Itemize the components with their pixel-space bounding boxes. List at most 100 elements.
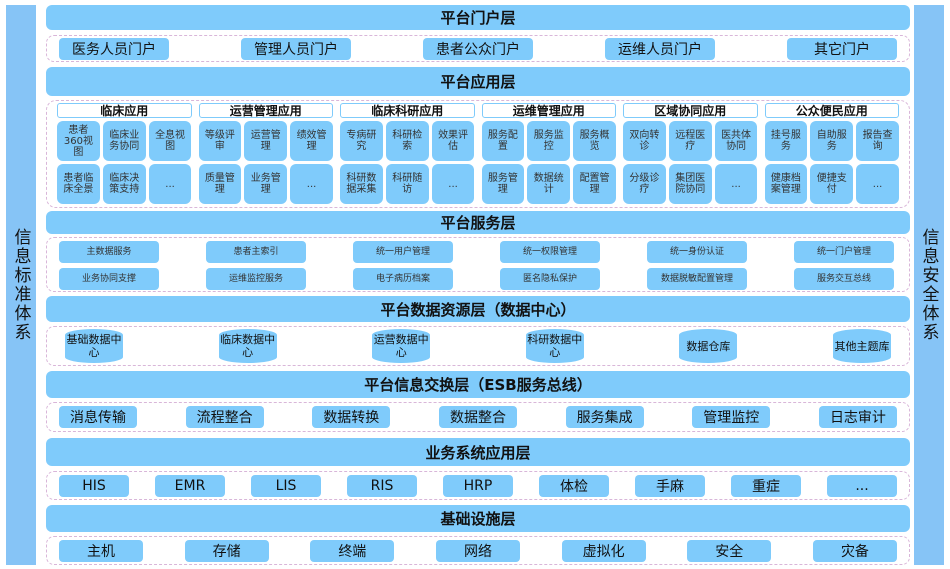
app-item: 临床业务协同: [102, 121, 146, 161]
business-item: HRP: [443, 474, 513, 497]
app-item: 专病研究: [340, 121, 383, 161]
app-group-cells: 专病研究科研检索效果评估科研数据采集科研随访...: [340, 121, 475, 204]
application-groups: 临床应用患者360视图临床业务协同全息视图患者临床全景临床决策支持...运营管理…: [46, 100, 910, 208]
app-item: 绩效管理: [290, 121, 333, 161]
business-item: HIS: [59, 474, 129, 497]
service-item: 数据脱敏配置管理: [647, 268, 747, 290]
database-icon: 运营数据中心: [372, 329, 431, 363]
database-icon: 数据仓库: [679, 329, 738, 363]
app-item: 健康档案管理: [764, 164, 808, 204]
service-item: 统一身份认证: [647, 241, 747, 263]
app-item: 服务配置: [481, 121, 525, 161]
app-item: 双向转诊: [623, 121, 666, 161]
app-item: ...: [856, 164, 899, 204]
app-item: 患者360视图: [57, 121, 100, 161]
app-group-title: 运维管理应用: [481, 103, 616, 118]
app-group: 公众便民应用挂号服务自助服务报告查询健康档案管理便捷支付...: [764, 103, 899, 205]
esb-item: 消息传输: [59, 406, 137, 428]
service-item: 患者主索引: [206, 241, 306, 263]
portal-item: 管理人员门户: [241, 37, 351, 60]
business-item: 重症: [731, 474, 801, 497]
business-item: ...: [827, 474, 897, 497]
app-item: 自助服务: [810, 121, 854, 161]
app-group-title: 临床应用: [57, 103, 192, 118]
app-item: 患者临床全景: [57, 164, 100, 204]
business-item: RIS: [347, 474, 417, 497]
app-item: 质量管理: [198, 164, 242, 204]
infra-item: 虚拟化: [561, 539, 646, 562]
service-item: 业务协同支撑: [59, 268, 159, 290]
business-item: LIS: [251, 474, 321, 497]
app-group-title: 区域协同应用: [623, 103, 758, 118]
service-layer-title: 平台服务层: [46, 211, 910, 234]
database-icon: 基础数据中心: [65, 329, 123, 363]
esb-item: 服务集成: [565, 406, 644, 428]
service-item: 统一权限管理: [500, 241, 600, 263]
app-item: 效果评估: [431, 121, 475, 161]
app-item: 科研数据采集: [340, 164, 383, 204]
app-item: 临床决策支持: [102, 164, 146, 204]
app-item: 集团医院协同: [668, 164, 712, 204]
esb-item: 数据转换: [312, 406, 391, 428]
app-item: 等级评审: [198, 121, 242, 161]
app-group: 运维管理应用服务配置服务监控服务概览服务管理数据统计配置管理: [481, 103, 617, 205]
app-group: 临床应用患者360视图临床业务协同全息视图患者临床全景临床决策支持...: [57, 103, 192, 205]
app-item: 配置管理: [573, 164, 616, 204]
service-item: 运维监控服务: [206, 268, 306, 290]
app-item: 业务管理: [244, 164, 288, 204]
service-item: 匿名隐私保护: [500, 268, 600, 290]
app-item: 服务监控: [527, 121, 571, 161]
app-group-title: 运营管理应用: [198, 103, 333, 118]
esb-item: 日志审计: [818, 406, 897, 428]
business-item: 手麻: [635, 474, 705, 497]
app-group-cells: 服务配置服务监控服务概览服务管理数据统计配置管理: [481, 121, 617, 204]
app-group: 区域协同应用双向转诊远程医疗医共体协同分级诊疗集团医院协同...: [623, 103, 758, 205]
portal-item: 其它门户: [787, 37, 897, 60]
esb-items: 消息传输 流程整合 数据转换 数据整合 服务集成 管理监控 日志审计: [46, 402, 910, 432]
app-item: 科研随访: [385, 164, 429, 204]
app-item: 全息视图: [148, 121, 192, 161]
service-item: 统一用户管理: [353, 241, 453, 263]
app-group-cells: 患者360视图临床业务协同全息视图患者临床全景临床决策支持...: [57, 121, 192, 204]
app-group-cells: 等级评审运营管理绩效管理质量管理业务管理...: [198, 121, 334, 204]
portal-layer-title: 平台门户层: [46, 5, 910, 30]
app-item: ...: [431, 164, 475, 204]
app-item: 挂号服务: [764, 121, 808, 161]
service-item: 主数据服务: [59, 241, 159, 263]
database-icon: 临床数据中心: [218, 329, 277, 363]
service-item: 服务交互总线: [794, 268, 894, 290]
portal-item: 运维人员门户: [605, 37, 715, 60]
app-item: 运营管理: [244, 121, 288, 161]
esb-item: 管理监控: [692, 406, 771, 428]
portal-item: 医务人员门户: [59, 37, 169, 60]
info-security-system: 信息安全体系: [914, 5, 944, 565]
esb-item: 数据整合: [438, 406, 517, 428]
app-group-cells: 双向转诊远程医疗医共体协同分级诊疗集团医院协同...: [623, 121, 758, 204]
infra-items: 主机存储终端网络虚拟化安全灾备: [46, 536, 910, 565]
app-group-title: 公众便民应用: [764, 103, 899, 118]
service-item: 电子病历档案: [353, 268, 453, 290]
esb-item: 流程整合: [185, 406, 264, 428]
database-icon: 科研数据中心: [525, 329, 584, 363]
service-items: 主数据服务 患者主索引 统一用户管理 统一权限管理 统一身份认证 统一门户管理业务协同支撑…: [46, 237, 910, 292]
application-layer-title: 平台应用层: [46, 67, 910, 96]
infra-item: 终端: [310, 539, 395, 562]
app-item: ...: [290, 164, 333, 204]
infra-item: 网络: [435, 539, 520, 562]
service-item: 统一门户管理: [794, 241, 894, 263]
infra-item: 主机: [59, 539, 143, 562]
business-layer-title: 业务系统应用层: [46, 438, 910, 466]
app-item: 报告查询: [856, 121, 899, 161]
app-group: 运营管理应用等级评审运营管理绩效管理质量管理业务管理...: [198, 103, 334, 205]
app-item: 科研检索: [385, 121, 429, 161]
app-group: 临床科研应用专病研究科研检索效果评估科研数据采集科研随访...: [340, 103, 475, 205]
app-group-title: 临床科研应用: [340, 103, 475, 118]
data-items: 基础数据中心临床数据中心运营数据中心科研数据中心数据仓库其他主题库: [46, 326, 910, 366]
infra-item: 安全: [687, 539, 772, 562]
infra-layer-title: 基础设施层: [46, 505, 910, 532]
app-item: 服务管理: [481, 164, 525, 204]
app-item: 远程医疗: [668, 121, 712, 161]
app-item: 数据统计: [527, 164, 571, 204]
app-item: 服务概览: [573, 121, 616, 161]
